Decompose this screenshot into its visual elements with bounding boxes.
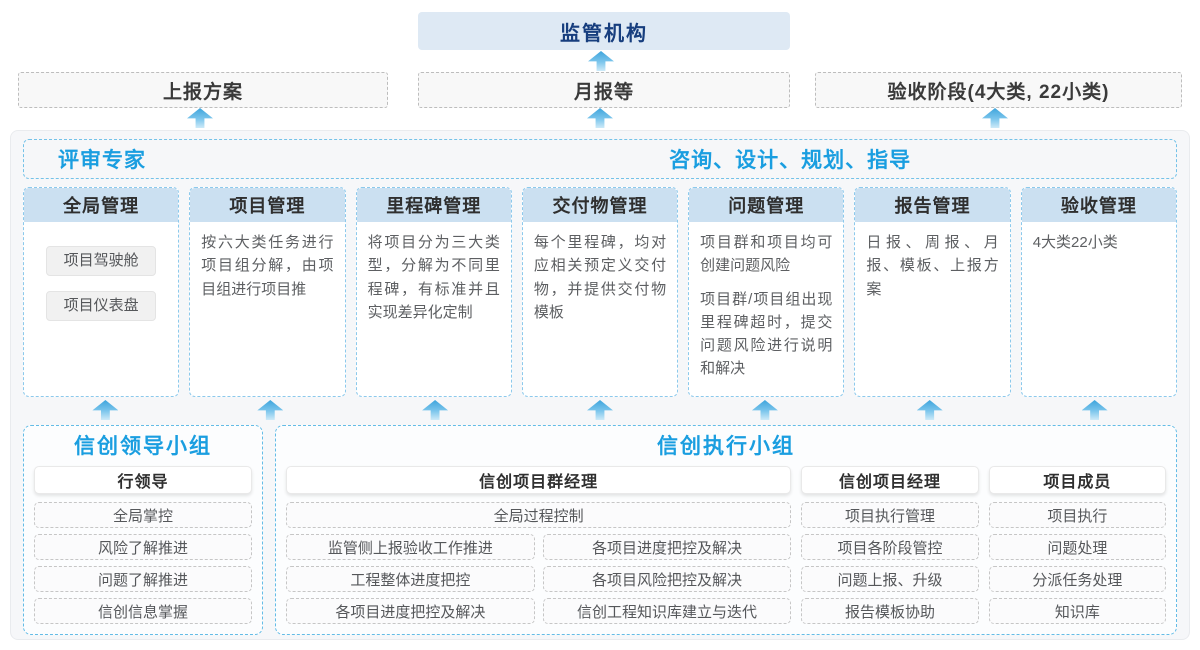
list-item: 信创信息掌握 — [34, 598, 252, 624]
program-manager-group: 信创项目群经理 全局过程控制 监管侧上报验收工作推进 各项目进度把控及解决 工程… — [286, 466, 792, 624]
column-description: 项目群/项目组出现里程碑超时，提交问题风险进行说明和解决 — [700, 290, 833, 378]
report-box-acceptance-label: 验收阶段(4大类, 22小类) — [887, 81, 1110, 103]
column-body: 项目群和项目均可创建问题风险 项目群/项目组出现里程碑超时，提交问题风险进行说明… — [689, 222, 843, 390]
program-manager-items: 监管侧上报验收工作推进 各项目进度把控及解决 工程整体进度把控 各项目风险把控及… — [286, 534, 792, 624]
leadership-group-title: 信创领导小组 — [74, 435, 212, 458]
list-item: 工程整体进度把控 — [286, 566, 535, 592]
leadership-group-section: 信创领导小组 行领导 全局掌控 风险了解推进 问题了解推进 信创信息掌握 — [23, 425, 263, 635]
arrow-up-icon — [916, 400, 943, 420]
list-item: 项目执行管理 — [801, 502, 979, 528]
project-member-group: 项目成员 项目执行 问题处理 分派任务处理 知识库 — [988, 466, 1166, 624]
list-item: 分派任务处理 — [988, 566, 1166, 592]
project-manager-group: 信创项目经理 项目执行管理 项目各阶段管控 问题上报、升级 报告模板协助 — [801, 466, 979, 624]
column-report-management: 报告管理 日报、周报、月报、模板、上报方案 — [854, 187, 1011, 397]
list-item: 报告模板协助 — [801, 598, 979, 624]
platform-container: 评审专家 咨询、设计、规划、指导 全局管理 项目驾驶舱 项目仪表盘 项目管理 按… — [10, 130, 1190, 640]
column-body: 每个里程碑，均对应相关预定义交付物，并提供交付物模板 — [523, 222, 677, 333]
leadership-items: 全局掌控 风险了解推进 问题了解推进 信创信息掌握 — [34, 502, 252, 624]
list-item: 项目各阶段管控 — [801, 534, 979, 560]
arrow-up-icon — [587, 108, 613, 128]
column-body: 按六大类任务进行项目组分解，由项目组进行项目推 — [190, 222, 344, 310]
execution-group-title: 信创执行小组 — [657, 435, 795, 458]
arrow-up-icon — [588, 51, 614, 71]
role-project-manager: 信创项目经理 — [801, 466, 979, 494]
column-description: 4大类22小类 — [1032, 234, 1118, 251]
column-description: 将项目分为三大类型，分解为不同里程碑，有标准并且实现差异化定制 — [367, 234, 500, 321]
list-item: 项目执行 — [988, 502, 1166, 528]
column-arrows-row — [23, 397, 1177, 423]
supervisor-label: 监管机构 — [560, 22, 648, 45]
column-description: 日报、周报、月报、模板、上报方案 — [866, 234, 999, 298]
consulting-label: 咨询、设计、规划、指导 — [669, 149, 912, 172]
tag-project-cockpit: 项目驾驶舱 — [45, 246, 157, 276]
column-body: 日报、周报、月报、模板、上报方案 — [855, 222, 1009, 310]
column-milestone-management: 里程碑管理 将项目分为三大类型，分解为不同里程碑，有标准并且实现差异化定制 — [355, 187, 512, 397]
list-item: 监管侧上报验收工作推进 — [286, 534, 535, 560]
report-box-monthly: 月报等 — [418, 72, 790, 108]
column-description: 每个里程碑，均对应相关预定义交付物，并提供交付物模板 — [533, 234, 667, 321]
report-box-acceptance: 验收阶段(4大类, 22小类) — [815, 72, 1182, 108]
column-body: 项目驾驶舱 项目仪表盘 — [24, 222, 178, 330]
role-bank-leaders: 行领导 — [34, 466, 252, 494]
role-program-manager: 信创项目群经理 — [286, 466, 792, 494]
column-title: 验收管理 — [1021, 188, 1176, 222]
column-body: 4大类22小类 — [1022, 222, 1176, 263]
list-item: 全局掌控 — [34, 502, 252, 528]
arrow-up-icon — [751, 400, 778, 420]
arrow-up-icon — [257, 400, 284, 420]
column-issue-management: 问题管理 项目群和项目均可创建问题风险 项目群/项目组出现里程碑超时，提交问题风… — [688, 187, 845, 397]
arrow-up-icon — [92, 400, 119, 420]
list-item: 知识库 — [988, 598, 1166, 624]
list-item: 各项目进度把控及解决 — [286, 598, 535, 624]
execution-subgroups: 信创项目群经理 全局过程控制 监管侧上报验收工作推进 各项目进度把控及解决 工程… — [286, 466, 1166, 624]
column-title: 全局管理 — [24, 188, 179, 222]
column-description: 项目群和项目均可创建问题风险 — [700, 234, 833, 275]
advisor-bar: 评审专家 咨询、设计、规划、指导 — [23, 139, 1177, 179]
list-item: 问题上报、升级 — [801, 566, 979, 592]
list-item: 全局过程控制 — [286, 502, 792, 528]
tag-project-dashboard: 项目仪表盘 — [45, 291, 157, 321]
column-title: 项目管理 — [190, 188, 345, 222]
column-title: 报告管理 — [855, 188, 1010, 222]
column-acceptance-management: 验收管理 4大类22小类 — [1020, 187, 1177, 397]
column-global-management: 全局管理 项目驾驶舱 项目仪表盘 — [23, 187, 180, 397]
list-item: 问题了解推进 — [34, 566, 252, 592]
role-project-member: 项目成员 — [988, 466, 1166, 494]
column-title: 交付物管理 — [522, 188, 678, 222]
module-columns: 全局管理 项目驾驶舱 项目仪表盘 项目管理 按六大类任务进行项目组分解，由项目组… — [23, 187, 1177, 397]
execution-group-section: 信创执行小组 信创项目群经理 全局过程控制 监管侧上报验收工作推进 各项目进度把… — [275, 425, 1177, 635]
column-description: 按六大类任务进行项目组分解，由项目组进行项目推 — [201, 234, 334, 298]
project-member-items: 项目执行 问题处理 分派任务处理 知识库 — [988, 502, 1166, 624]
list-item: 问题处理 — [988, 534, 1166, 560]
column-title: 里程碑管理 — [356, 188, 511, 222]
arrow-up-icon — [587, 400, 613, 420]
project-manager-items: 项目执行管理 项目各阶段管控 问题上报、升级 报告模板协助 — [801, 502, 979, 624]
arrow-up-icon — [187, 108, 213, 128]
arrow-up-icon — [422, 400, 449, 420]
report-box-monthly-label: 月报等 — [573, 81, 634, 103]
supervisor-box: 监管机构 — [418, 12, 790, 50]
column-title: 问题管理 — [689, 188, 844, 222]
list-item: 各项目进度把控及解决 — [542, 534, 792, 560]
column-body: 将项目分为三大类型，分解为不同里程碑，有标准并且实现差异化定制 — [357, 222, 511, 333]
report-box-plan-label: 上报方案 — [162, 81, 243, 103]
column-deliverable-management: 交付物管理 每个里程碑，均对应相关预定义交付物，并提供交付物模板 — [521, 187, 679, 397]
list-item: 各项目风险把控及解决 — [542, 566, 792, 592]
arrow-up-icon — [982, 108, 1008, 128]
list-item: 信创工程知识库建立与迭代 — [542, 598, 792, 624]
list-item: 风险了解推进 — [34, 534, 252, 560]
column-project-management: 项目管理 按六大类任务进行项目组分解，由项目组进行项目推 — [189, 187, 346, 397]
review-experts-label: 评审专家 — [58, 149, 146, 172]
arrow-up-icon — [1081, 400, 1108, 420]
teams-row: 信创领导小组 行领导 全局掌控 风险了解推进 问题了解推进 信创信息掌握 信创执… — [23, 425, 1177, 635]
report-box-plan: 上报方案 — [18, 72, 388, 108]
